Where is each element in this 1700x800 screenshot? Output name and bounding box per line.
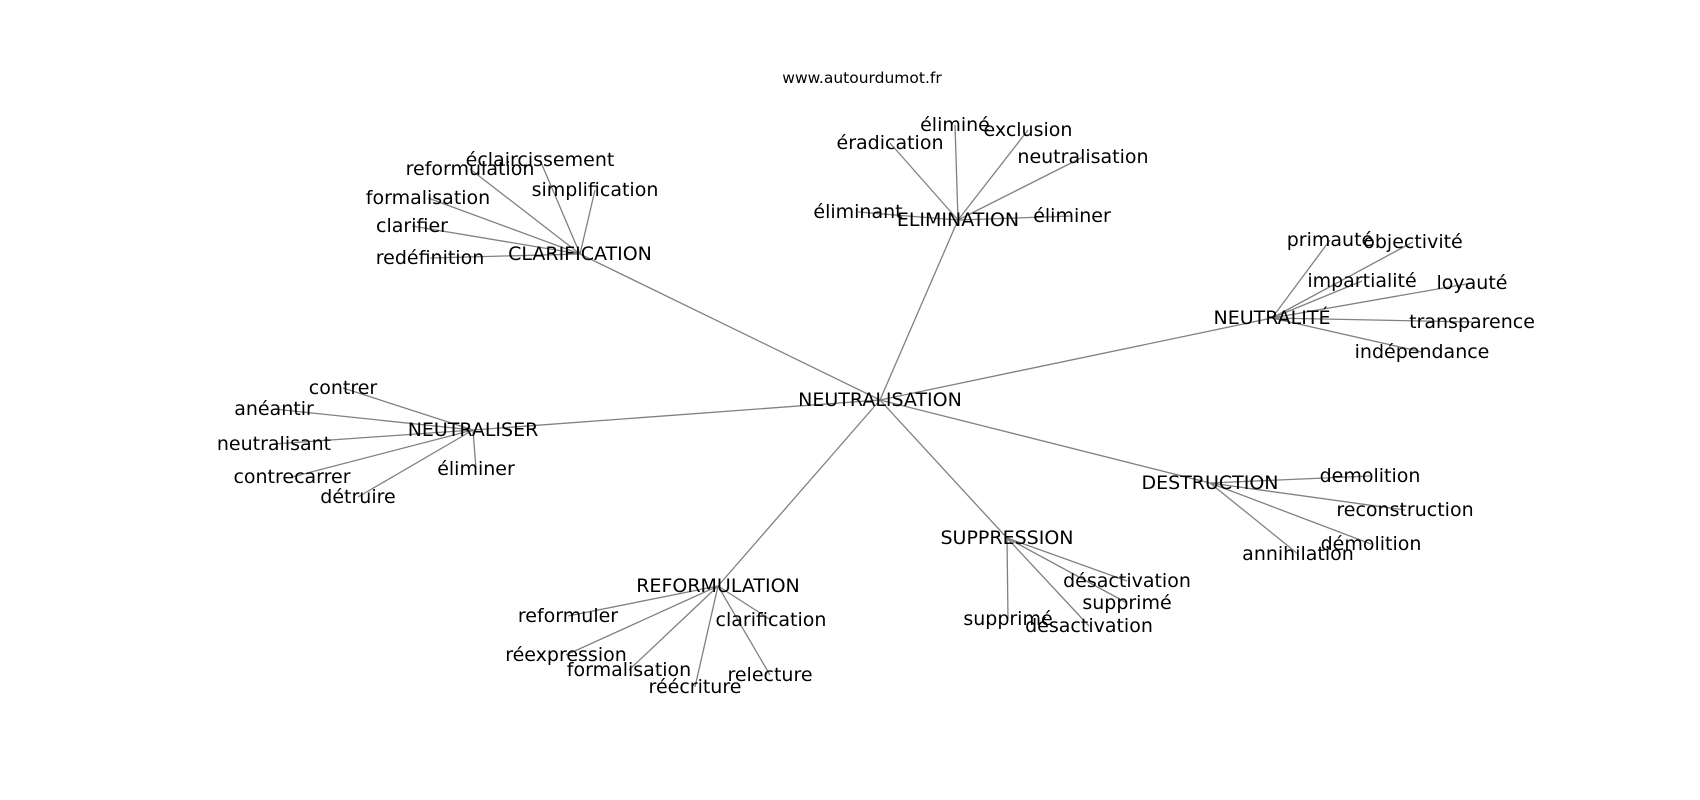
word-node-label: relecture [727,664,812,686]
hub-node-label: SUPPRESSION [941,527,1074,549]
word-node-label: détruire [320,486,395,508]
hub-node-label: CLARIFICATION [508,243,652,265]
edge-hub-to-word [411,225,581,255]
edge-hub-to-word [1006,537,1009,620]
edge-hub-to-word [472,429,477,470]
word-node-label: éliminant [813,201,902,223]
edge-hub-to-word [857,211,959,221]
edge-center-to-hub [879,399,1008,539]
hub-node-label: DESTRUCTION [1141,472,1278,494]
hub-node-label: NEUTRALITÉ [1214,306,1331,329]
edge-hub-to-word [1271,280,1363,319]
edge-hub-to-word [954,124,959,221]
edge-hub-to-word [1209,482,1299,555]
word-node-label: contrer [309,377,378,399]
word-node-label: contrecarrer [233,466,350,488]
word-node-label: anéantir [234,398,314,420]
word-node-label: loyauté [1437,272,1508,294]
word-node-label: clarification [716,609,827,631]
word-node-label: exclusion [984,119,1073,141]
edge-hub-to-word [1209,482,1406,511]
edge-hub-to-word [1271,317,1423,353]
edge-hub-to-word [273,408,474,431]
edge-hub-to-word [717,585,772,621]
word-node-label: objectivité [1363,231,1463,253]
edge-hub-to-word [957,129,1029,221]
word-node-label: éliminé [920,114,990,136]
word-node-label: réécriture [649,676,742,698]
edge-hub-to-word [427,197,581,255]
hub-node-label: ELIMINATION [897,209,1019,231]
site-url: www.autourdumot.fr [782,69,942,87]
edge-hub-to-word [429,253,581,259]
edge-hub-to-word [889,142,959,221]
edge-hub-to-word [565,585,719,656]
hub-node-label: NEUTRALISER [408,419,539,441]
word-node-label: simplification [532,179,659,201]
word-node-label: éliminer [1033,205,1111,227]
word-node-label: demolition [1320,465,1421,487]
edge-hub-to-word [1006,537,1090,627]
word-node-label: redéfinition [376,247,485,269]
word-node-label: éclaircissement [466,149,615,171]
hub-node-label: REFORMULATION [636,575,800,597]
edge-hub-to-word [342,387,474,431]
edge-hub-to-word [539,159,581,255]
word-node-label: éliminer [437,458,515,480]
edge-hub-to-word [1271,241,1414,319]
edge-center-to-hub [879,219,959,401]
edge-hub-to-word [1209,482,1372,545]
edge-hub-to-word [628,585,719,671]
word-node-label: primauté [1287,229,1373,251]
edge-hub-to-word [1271,239,1331,319]
edge-hub-to-word [1209,475,1371,484]
word-node-label: reformulation [406,158,535,180]
edge-hub-to-word [567,585,719,617]
edge-center-to-hub [472,399,881,431]
word-node-label: supprimé [963,608,1052,630]
word-node-label: formalisation [366,187,490,209]
word-node-label: clarifier [376,215,448,237]
word-node-label: désactivation [1063,570,1191,592]
edge-center-to-hub [579,253,881,401]
edge-hub-to-word [469,168,581,255]
edge-hub-to-word [1006,537,1128,582]
center-node-label: NEUTRALISATION [798,389,962,411]
word-node-label: impartialité [1307,270,1416,292]
word-node-label: transparence [1409,311,1535,333]
word-node-label: neutralisation [1017,146,1148,168]
word-node-label: supprimé [1082,592,1171,614]
edge-center-to-hub [879,399,1211,484]
edge-hub-to-word [291,429,474,478]
word-node-label: reconstruction [1336,499,1473,521]
edge-hub-to-word [1271,282,1473,319]
edge-hub-to-word [957,215,1073,221]
word-node-label: reformuler [518,605,618,627]
edge-hub-to-word [579,189,596,255]
graph-labels: www.autourdumot.fr NEUTRALISATION CLARIFI… [217,69,1535,698]
word-node-label: démolition [1321,533,1422,555]
edge-hub-to-word [694,585,719,688]
edge-center-to-hub [717,399,881,587]
edge-hub-to-word [717,585,771,676]
edge-hub-to-word [1006,537,1128,604]
word-node-label: désactivation [1025,615,1153,637]
word-node-label: indépendance [1355,341,1490,363]
word-node-label: annihilation [1242,543,1354,565]
edge-hub-to-word [957,156,1084,221]
word-node-label: formalisation [567,659,691,681]
word-node-label: neutralisant [217,433,331,455]
word-node-label: réexpression [505,644,627,666]
word-node-label: éradication [837,132,944,154]
edge-hub-to-word [273,429,474,445]
edge-center-to-hub [879,317,1273,401]
edge-hub-to-word [1271,317,1473,323]
edge-hub-to-word [357,429,474,498]
graph-edges [273,124,1473,688]
